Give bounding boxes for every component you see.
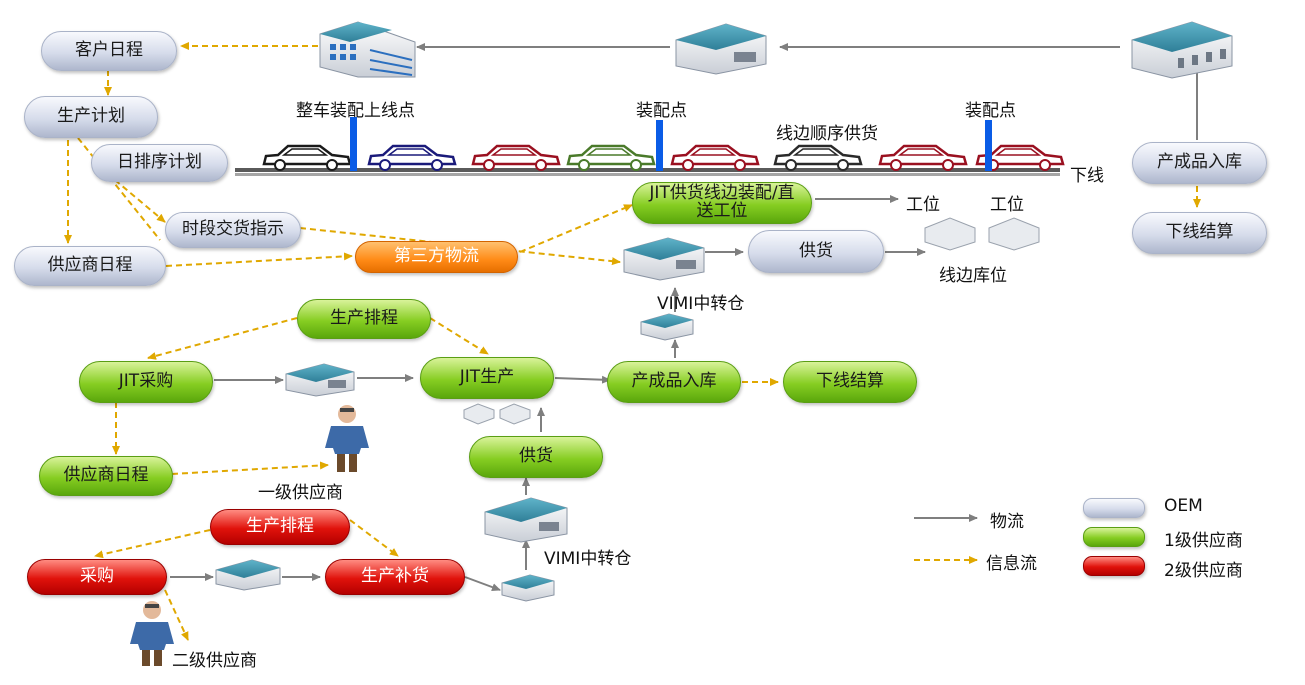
assembly-point-1-label: 装配点: [636, 101, 687, 121]
finished-storage-oem-node[interactable]: 产成品入库: [1132, 142, 1267, 184]
time-slot-delivery-node[interactable]: 时段交货指示: [165, 212, 301, 248]
marker-final-assembly: [350, 117, 357, 171]
production-schedule-t2-node[interactable]: 生产排程: [210, 509, 350, 545]
small-warehouse-t2-icon: [501, 574, 555, 602]
purchase-t2-node[interactable]: 采购: [27, 559, 167, 595]
final-assembly-point-label: 整车装配上线点: [296, 101, 415, 121]
jit-lineside-node[interactable]: JIT供货线边装配/直送工位: [632, 182, 812, 224]
legend-oem-swatch: [1083, 498, 1145, 518]
purchase-warehouse-t2-icon: [215, 559, 281, 591]
vmi-hub-1-label: VIMI中转仓: [657, 294, 745, 314]
lineside-storage-label: 线边库位: [939, 266, 1007, 286]
assembly-line: [235, 168, 1060, 176]
marker-assembly-2: [985, 120, 992, 171]
supply-oem-node[interactable]: 供货: [748, 230, 884, 273]
station-1-label: 工位: [906, 195, 940, 215]
car-icon: [773, 144, 863, 171]
tier1-supplier-label: 一级供应商: [258, 483, 343, 503]
car-icon: [670, 144, 760, 171]
legend-oem-label: OEM: [1164, 496, 1203, 516]
tier2-supplier-label: 二级供应商: [172, 651, 257, 671]
vmi-hub-2-label: VIMI中转仓: [544, 549, 632, 569]
customer-building-icon: [319, 21, 416, 78]
production-schedule-t1-node[interactable]: 生产排程: [297, 299, 431, 339]
legend-tier1-swatch: [1083, 527, 1145, 547]
supplier-schedule-t1-node[interactable]: 供应商日程: [39, 456, 173, 496]
legend-logistics-label: 物流: [990, 512, 1024, 532]
offline-settlement-oem-node[interactable]: 下线结算: [1132, 212, 1267, 254]
customer-schedule-node[interactable]: 客户日程: [41, 31, 177, 71]
oem-warehouse-icon: [675, 23, 767, 75]
finished-warehouse-oem-icon: [1131, 21, 1233, 79]
production-replenish-t2-node[interactable]: 生产补货: [325, 559, 465, 595]
lineside-sequence-label: 线边顺序供货: [776, 124, 878, 144]
car-row: [262, 144, 1065, 171]
supply-t1-node[interactable]: 供货: [469, 436, 603, 478]
car-icon: [878, 144, 968, 171]
tier1-supplier-person-icon: [325, 405, 369, 472]
legend-tier1-label: 1级供应商: [1164, 531, 1243, 551]
jit-purchase-node[interactable]: JIT采购: [79, 361, 213, 403]
legend-tier2-label: 2级供应商: [1164, 561, 1243, 581]
assembly-point-2-label: 装配点: [965, 101, 1016, 121]
marker-assembly-1: [656, 120, 663, 171]
legend-tier2-swatch: [1083, 556, 1145, 576]
car-icon: [471, 144, 561, 171]
car-icon: [262, 144, 352, 171]
vmi-hub-oem-icon: [623, 237, 705, 281]
supplier-schedule-oem-node[interactable]: 供应商日程: [14, 246, 166, 286]
third-party-logistics-node[interactable]: 第三方物流: [355, 241, 518, 273]
finished-storage-t1-node[interactable]: 产成品入库: [607, 361, 741, 403]
car-icon: [367, 144, 457, 171]
production-plan-node[interactable]: 生产计划: [24, 96, 158, 138]
offline-label: 下线: [1070, 166, 1104, 186]
jit-production-node[interactable]: JIT生产: [420, 357, 554, 399]
line-markers: [350, 117, 992, 171]
station-2-label: 工位: [990, 195, 1024, 215]
vmi-hub-t1-icon: [484, 497, 568, 543]
jit-warehouse-icon: [285, 363, 355, 397]
logistics-arrows: [170, 43, 1201, 591]
legend-info-flow-label: 信息流: [986, 554, 1037, 574]
lineside-storage-box-icon: [463, 217, 1040, 425]
small-warehouse-oem-icon: [640, 313, 694, 341]
car-icon: [566, 144, 656, 171]
daily-sequence-plan-node[interactable]: 日排序计划: [91, 144, 228, 182]
info-flow-arrows: [64, 42, 1201, 641]
offline-settlement-t1-node[interactable]: 下线结算: [783, 361, 917, 403]
tier2-supplier-person-icon: [130, 601, 174, 666]
